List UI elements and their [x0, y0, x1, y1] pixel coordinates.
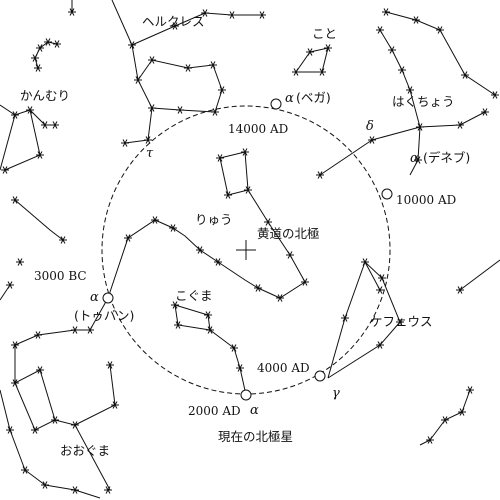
cassiopeia-lines [459, 259, 500, 291]
stars [0, 8, 500, 494]
cepheus-label: ケフェウス [370, 314, 433, 329]
ursa-minor-lines-2 [174, 304, 211, 331]
cygnus-lines [385, 11, 496, 96]
gamma-cep-epoch: 4000 AD [257, 361, 310, 375]
polaris-name: 現在の北極星 [218, 429, 293, 444]
bootes-lines-4 [14, 199, 64, 241]
bootes-lines-3 [0, 114, 16, 171]
vega-name: (ベガ) [296, 90, 331, 105]
pole-star-markers [102, 98, 393, 401]
ursa-major-label: おおぐま [60, 443, 110, 458]
lyra-label: こと [312, 26, 337, 41]
vega-greek: α [285, 91, 294, 106]
deneb-10000ad-marker [381, 188, 393, 200]
deneb-name: (デネブ) [423, 150, 470, 165]
polaris-marker [240, 389, 252, 401]
deneb-delta: δ [366, 119, 374, 134]
thuban-greek: α [90, 290, 99, 305]
tau-her-greek: τ [146, 146, 154, 161]
hercules-lines-3 [137, 59, 223, 113]
draco-body [107, 189, 306, 299]
polaris-greek: α [250, 403, 259, 418]
vega-epoch: 14000 AD [228, 122, 288, 136]
lyra-lines [295, 47, 329, 73]
polaris-epoch: 2000 AD [188, 404, 241, 418]
cygnus-lines-3 [371, 111, 486, 141]
cygnus-lines-5 [319, 139, 373, 176]
ursa-minor-label: こぐま [175, 288, 213, 303]
gamma-cep-greek: γ [332, 386, 340, 401]
ursa-major-lines-5 [74, 364, 116, 426]
thuban-epoch: 3000 BC [34, 269, 87, 283]
hercules-label: ヘルクレス [142, 14, 205, 29]
ursa-major-lines-4 [0, 389, 46, 486]
deneb-epoch: 10000 AD [396, 193, 456, 207]
deneb-greek: α [410, 151, 419, 166]
cepheus-lines-2 [364, 261, 381, 291]
gamma-cep-marker [314, 370, 326, 382]
ecliptic-pole-cross [236, 240, 256, 260]
draco-head [219, 151, 249, 196]
corona-label: かんむり [20, 88, 70, 103]
vega-marker [270, 98, 282, 110]
ecliptic-pole-label: 黄道の北極 [257, 226, 320, 241]
ursa-major-lines-2 [14, 345, 56, 431]
thuban-marker [102, 292, 114, 304]
ursa-minor-lines [174, 304, 247, 396]
bootes-lines-2 [4, 109, 41, 171]
cygnus-label: はくちょう [392, 94, 455, 109]
thuban-name: (トゥバン) [74, 308, 134, 323]
draco-label: りゅう [195, 212, 233, 227]
right-edge-lines [419, 389, 471, 446]
bottom-lines [44, 484, 101, 499]
